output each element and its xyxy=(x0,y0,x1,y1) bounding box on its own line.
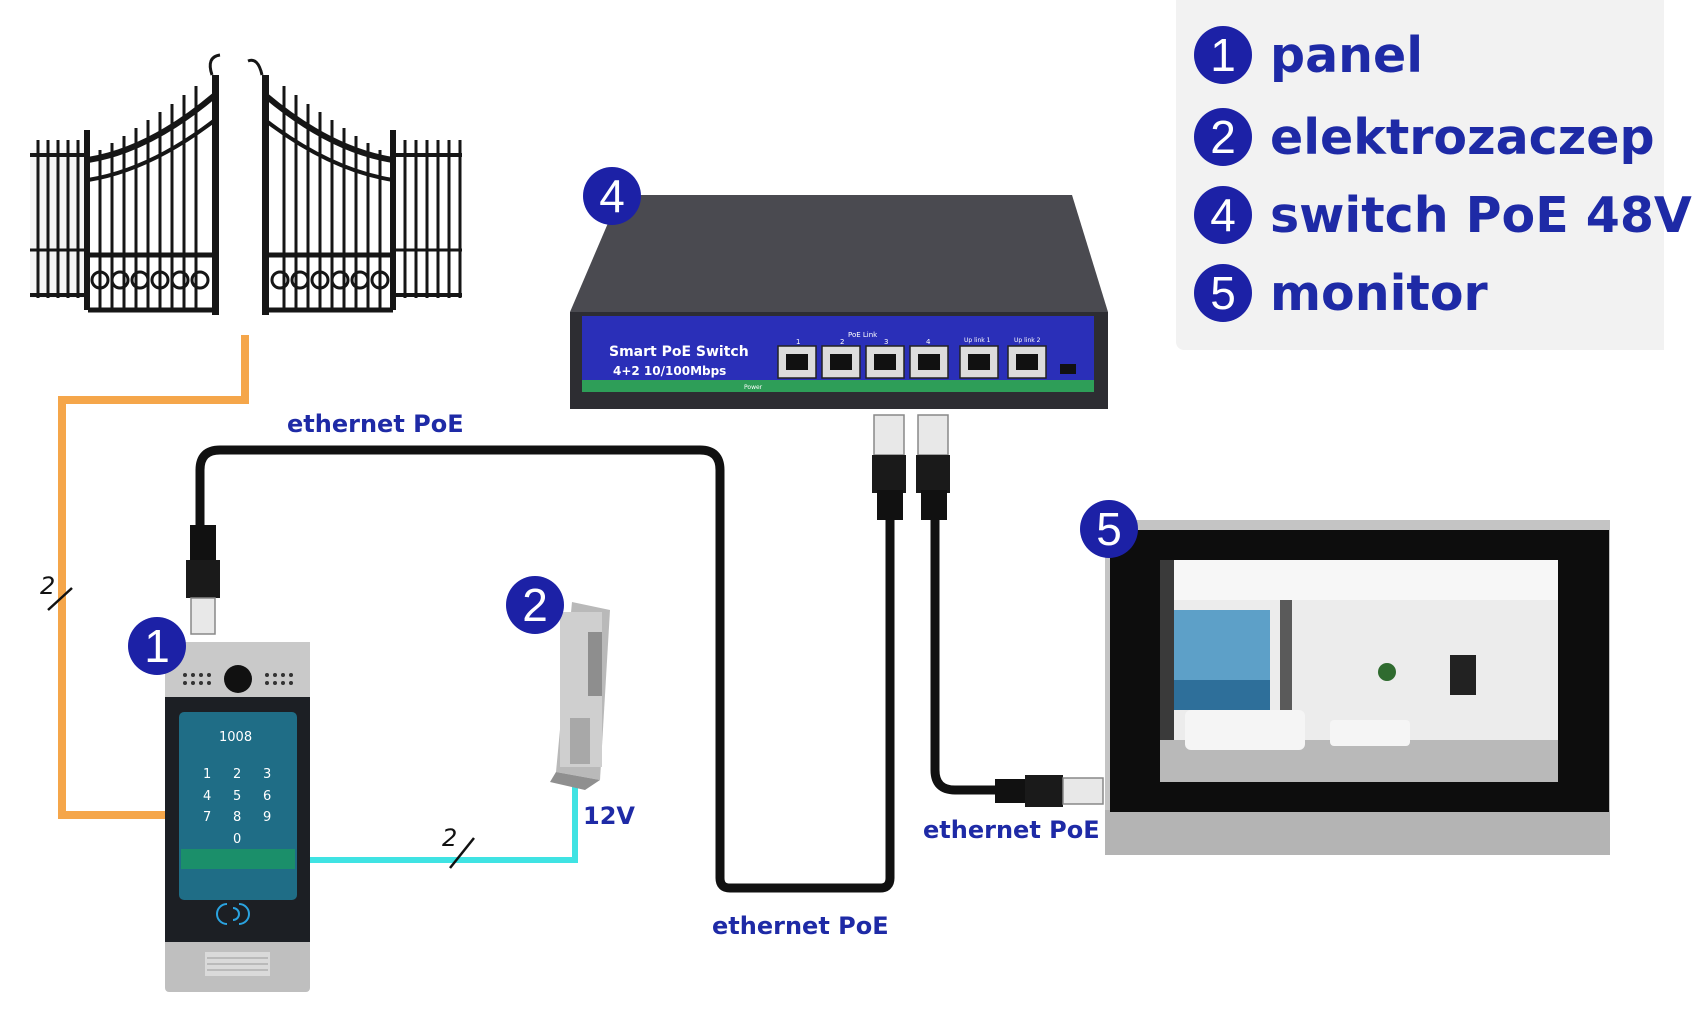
ethernet-cable-monitor xyxy=(930,500,1000,795)
keypad-key: 7 xyxy=(203,810,211,825)
badge-lock: 2 xyxy=(506,576,564,634)
keypad-key: 0 xyxy=(233,832,241,847)
gate-image xyxy=(30,53,462,315)
switch-port-number: 3 xyxy=(884,338,888,346)
keypad-key: 4 xyxy=(203,789,211,804)
legend-number: 4 xyxy=(1194,186,1252,244)
legend-item: 5 monitor xyxy=(1194,260,1488,326)
badge-switch: 4 xyxy=(583,167,641,225)
keypad-key: 6 xyxy=(263,789,271,804)
switch-port-number: 2 xyxy=(840,338,844,346)
gate-wire xyxy=(58,335,249,819)
lock-wire-count: 2 xyxy=(442,824,458,852)
rj45-plug-switch-b xyxy=(916,414,950,520)
legend-number: 5 xyxy=(1194,264,1252,322)
legend-label: monitor xyxy=(1270,264,1488,322)
badge-monitor: 5 xyxy=(1080,500,1138,558)
legend-label: panel xyxy=(1270,26,1424,84)
switch-uplink2: Up link 2 xyxy=(1014,337,1041,344)
gate-wire-count: 2 xyxy=(40,572,56,600)
switch-port-number: 4 xyxy=(926,338,931,346)
lock-wire-tick xyxy=(449,837,475,869)
keypad-key: 9 xyxy=(263,810,271,825)
legend-number: 1 xyxy=(1194,26,1252,84)
legend-item: 2 elektrozaczep xyxy=(1194,104,1655,170)
keypad-key: 8 xyxy=(233,810,241,825)
keypad-key: 1 xyxy=(203,767,211,782)
badge-panel: 1 xyxy=(128,617,186,675)
cable-label-monitor: ethernet PoE xyxy=(923,816,1100,844)
legend-item: 4 switch PoE 48V xyxy=(1194,182,1692,248)
panel-display-number: 1008 xyxy=(219,730,252,745)
switch-poe-link: PoE Link xyxy=(848,331,878,339)
rj45-plug-switch-a xyxy=(872,414,906,520)
legend-label: switch PoE 48V xyxy=(1270,186,1692,244)
cable-label-bottom: ethernet PoE xyxy=(712,912,889,940)
rj45-plug-monitor xyxy=(995,775,1104,807)
door-panel xyxy=(165,642,310,992)
legend-label: elektrozaczep xyxy=(1270,108,1655,166)
legend-number: 2 xyxy=(1194,108,1252,166)
indoor-monitor xyxy=(1105,520,1610,855)
electric-lock xyxy=(550,602,610,790)
legend: 1 panel 2 elektrozaczep 4 switch PoE 48V… xyxy=(1176,0,1692,350)
poe-switch xyxy=(570,195,1108,409)
keypad-key: 3 xyxy=(263,767,271,782)
legend-item: 1 panel xyxy=(1194,22,1423,88)
switch-title: Smart PoE Switch xyxy=(609,344,749,360)
ethernet-cable-panel xyxy=(195,445,895,893)
keypad-key: 5 xyxy=(233,789,241,804)
gate-wire-tick xyxy=(47,587,73,611)
rj45-plug-panel xyxy=(186,525,220,635)
switch-uplink1: Up link 1 xyxy=(964,337,991,344)
switch-subtitle: 4+2 10/100Mbps xyxy=(613,364,726,378)
switch-port-number: 1 xyxy=(796,338,800,346)
lock-voltage-label: 12V xyxy=(583,802,635,830)
keypad-key: 2 xyxy=(233,767,241,782)
switch-power: Power xyxy=(744,384,763,391)
lock-wire xyxy=(310,780,578,863)
cable-label-top: ethernet PoE xyxy=(287,410,464,438)
